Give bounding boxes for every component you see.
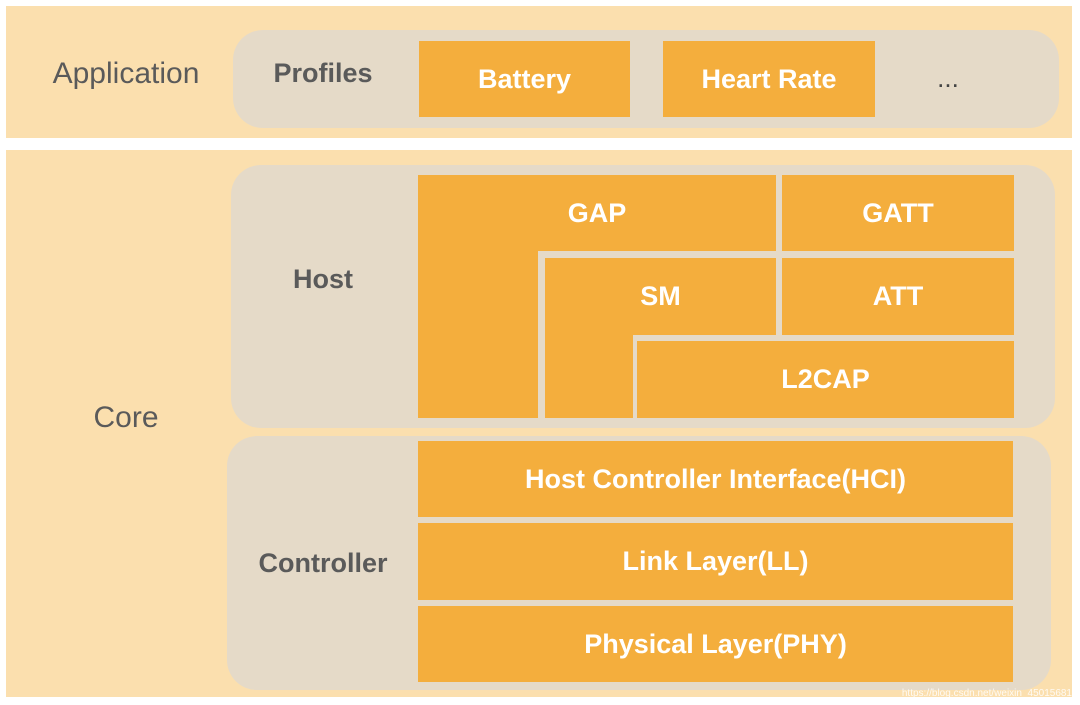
link-layer: Link Layer(LL) — [418, 523, 1013, 600]
application-title: Application — [52, 57, 200, 90]
watermark-text: https://blog.csdn.net/weixin_45015681 — [901, 688, 1072, 699]
gatt-block: GATT — [782, 175, 1014, 251]
hci-layer: Host Controller Interface(HCI) — [418, 441, 1013, 517]
gap-block: GAP — [418, 175, 776, 251]
profiles-label: Profiles — [273, 57, 373, 88]
sm-block: SM — [545, 258, 776, 335]
profile-battery: Battery — [419, 41, 630, 117]
host-label: Host — [293, 263, 353, 294]
physical-layer: Physical Layer(PHY) — [418, 606, 1013, 682]
l2cap-block: L2CAP — [637, 341, 1014, 418]
controller-label: Controller — [258, 547, 388, 578]
profile-heart-rate: Heart Rate — [663, 41, 875, 117]
profiles-more: ... — [937, 62, 959, 93]
core-title: Core — [93, 401, 159, 434]
profiles-panel — [233, 30, 1059, 128]
att-block: ATT — [782, 258, 1014, 335]
